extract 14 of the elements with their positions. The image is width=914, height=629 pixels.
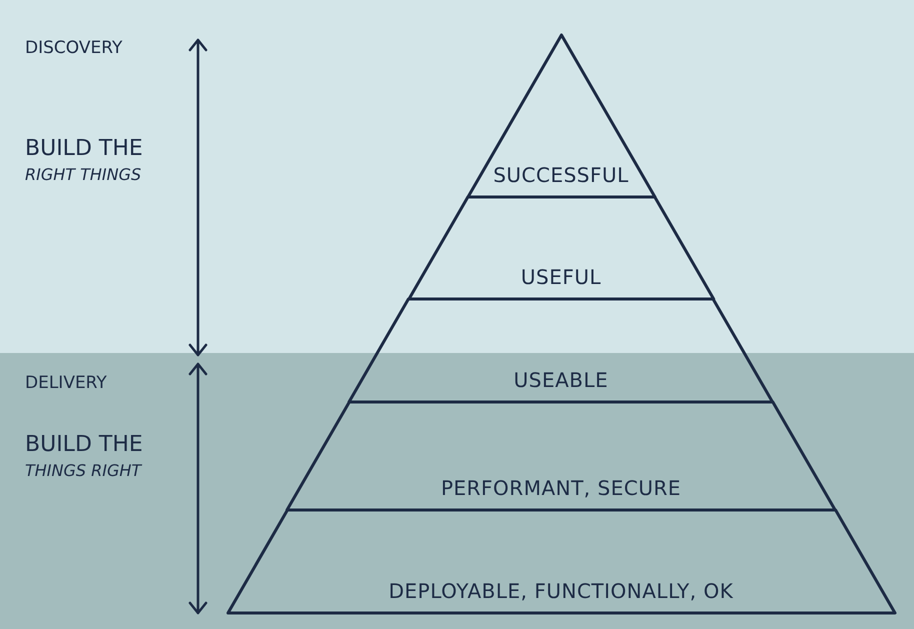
pyramid-tip <box>468 35 654 197</box>
phase-goal: BUILD THE RIGHT THINGS <box>25 136 143 184</box>
phase-heading: DELIVERY <box>25 373 107 393</box>
pyramid-tier <box>286 402 836 510</box>
pyramid-tier <box>228 510 894 613</box>
phase-heading: DISCOVERY <box>25 38 122 58</box>
tier-label: USEABLE <box>514 368 608 392</box>
pyramid-tier <box>408 197 714 299</box>
pyramid-tier <box>349 299 773 402</box>
tier-label: DEPLOYABLE, FUNCTIONALLY, OK <box>388 579 734 603</box>
phase-goal: BUILD THE THINGS RIGHT <box>25 432 143 480</box>
tier-label: SUCCESSFUL <box>493 163 629 187</box>
tier-label: PERFORMANT, SECURE <box>440 476 681 500</box>
tier-label: USEFUL <box>520 265 602 289</box>
